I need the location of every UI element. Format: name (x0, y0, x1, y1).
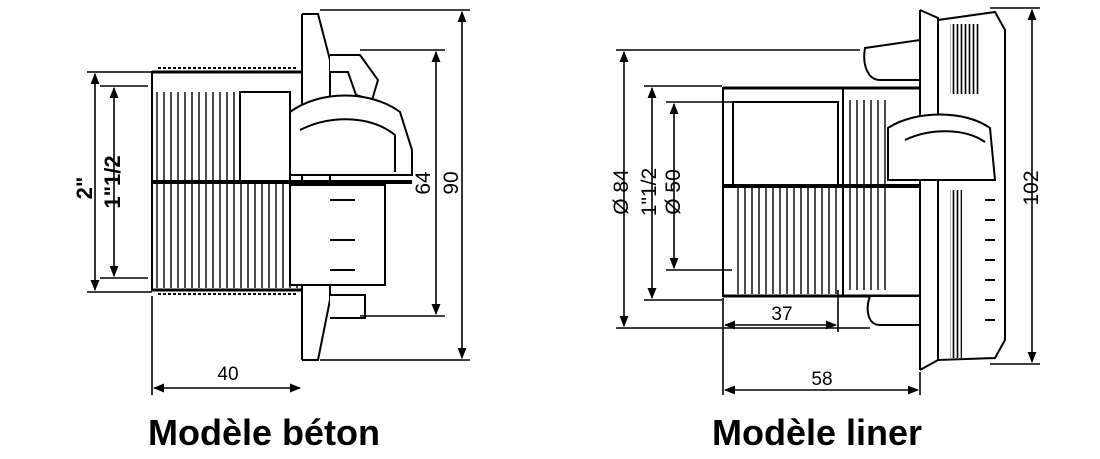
dim-thread-2in: 2" (72, 177, 97, 200)
caption-concrete-model: Modèle béton (148, 412, 380, 453)
liner-model-fitting (722, 9, 1006, 371)
dim-outer-90: 90 (440, 171, 463, 194)
dim-thread-1-5in-liner: 1"1/2 (638, 168, 661, 216)
concrete-model-dimensions (87, 9, 470, 395)
caption-liner-model: Modèle liner (712, 412, 923, 453)
dim-dia-50: Ø 50 (662, 169, 685, 215)
dim-inner-64: 64 (412, 171, 435, 195)
concrete-model-fitting (151, 13, 413, 361)
liner-model-dimensions (616, 7, 1040, 395)
dim-length-37: 37 (771, 304, 792, 325)
dim-dia-84: Ø 84 (610, 169, 633, 215)
dim-length-58: 58 (811, 369, 832, 390)
dim-thread-1-5in: 1"1/2 (100, 155, 125, 208)
dim-width-40: 40 (217, 364, 238, 385)
dim-outer-102: 102 (1020, 170, 1043, 205)
